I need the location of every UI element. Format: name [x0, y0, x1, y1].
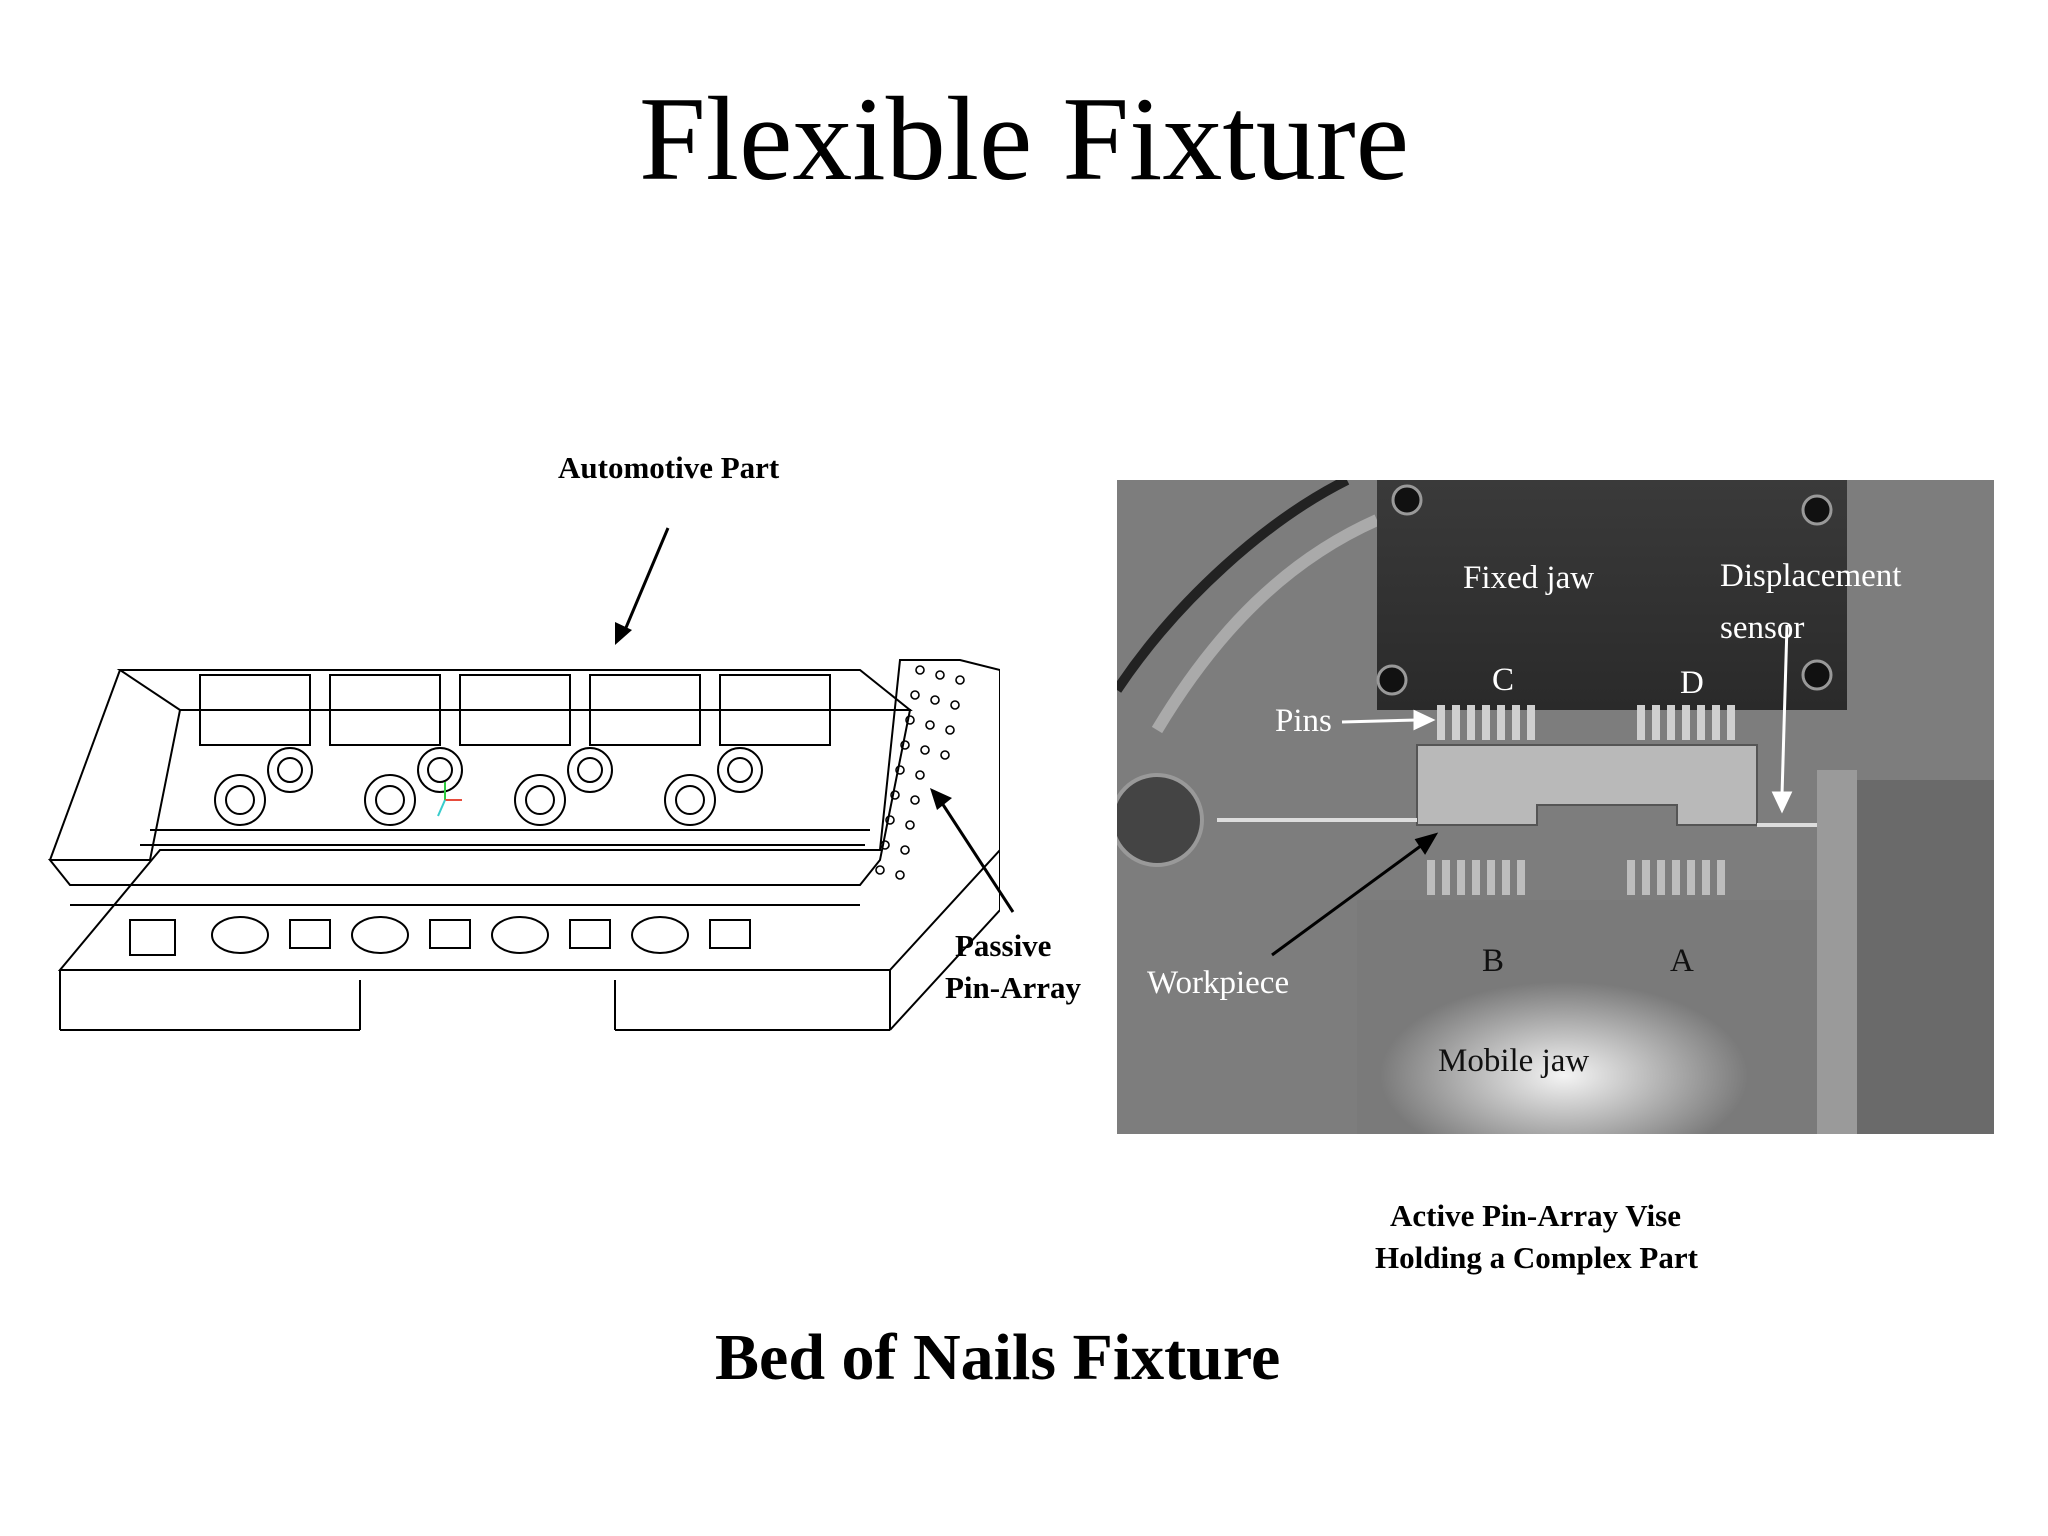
- mobile-jaw-label: Mobile jaw: [1438, 1043, 1590, 1079]
- workpiece-label: Workpiece: [1147, 965, 1290, 1001]
- label-c: C: [1492, 662, 1515, 698]
- passive-pin-array-label: Passive Pin-Array: [945, 925, 1081, 1009]
- pins-label: Pins: [1275, 703, 1332, 739]
- automotive-part-label: Automotive Part: [558, 450, 780, 485]
- displacement-sensor-label: Displacement sensor: [1720, 550, 1901, 654]
- slide-title: Flexible Fixture: [639, 72, 1409, 205]
- displacement-label-line2: sensor: [1720, 610, 1805, 646]
- label-d: D: [1680, 665, 1704, 701]
- label-a: A: [1670, 943, 1694, 979]
- passive-label-line1: Passive: [955, 928, 1052, 963]
- passive-label-line2: Pin-Array: [945, 970, 1082, 1005]
- fixed-jaw-label: Fixed jaw: [1463, 560, 1595, 596]
- label-b: B: [1482, 943, 1505, 979]
- pin-array-vise-photo: [1117, 480, 1994, 1134]
- bed-of-nails-caption: Bed of Nails Fixture: [715, 1321, 1281, 1394]
- active-caption-line2: Holding a Complex Part: [1375, 1240, 1698, 1275]
- active-caption-line1: Active Pin-Array Vise: [1390, 1198, 1681, 1233]
- active-vise-caption: Active Pin-Array Vise Holding a Complex …: [1375, 1195, 1698, 1279]
- bed-of-nails-drawing: [47, 659, 1000, 1031]
- displacement-label-line1: Displacement: [1720, 558, 1902, 594]
